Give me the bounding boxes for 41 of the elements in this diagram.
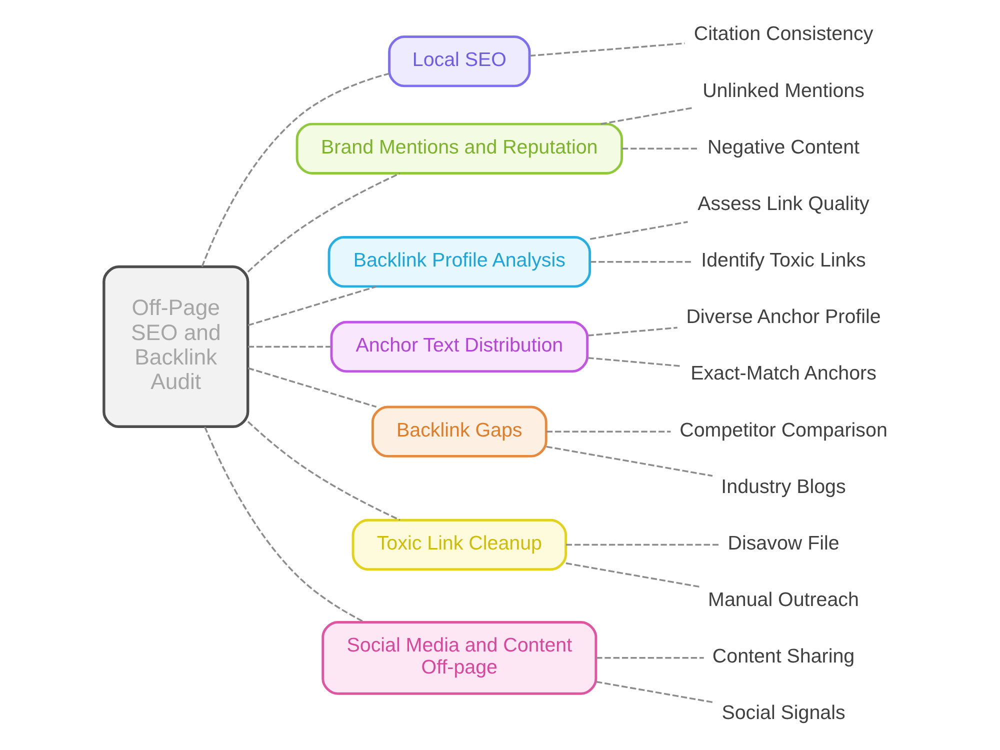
connector [248,367,377,408]
connector [590,221,688,240]
connector [622,148,699,150]
connector [248,286,377,326]
connector [566,544,720,546]
connector [546,430,671,432]
node-box: Off-Page SEO and Backlink Audit [102,265,250,428]
node-text: Disavow File [728,532,840,554]
node-text: Social Signals [722,702,846,724]
node-text: Industry Blogs [721,476,846,498]
node-box: Backlink Gaps [371,406,548,458]
connector [530,42,685,57]
connector [247,172,400,272]
node-text: Exact-Match Anchors [690,362,876,385]
node-text: Competitor Comparison [680,419,888,442]
node-box: Toxic Link Cleanup [352,518,568,571]
connector [596,680,713,704]
node-box: Social Media and Content Off-page [322,621,598,695]
node-text: Unlinked Mentions [702,80,864,102]
connector [588,357,682,367]
connector [590,260,692,263]
node-text: Content Sharing [712,646,855,668]
node-text: Diverse Anchor Profile [686,306,881,328]
node-text: Negative Content [708,136,860,158]
connector [600,106,694,125]
node-text: Assess Link Quality [698,192,870,215]
connector [546,446,713,477]
node-text: Identify Toxic Links [701,250,866,272]
node-box: Local SEO [388,36,531,88]
connector [248,346,332,348]
connector [204,426,365,623]
connector [588,326,678,336]
connector [247,420,400,521]
node-box: Backlink Profile Analysis [328,236,592,288]
node-text: Citation Consistency [694,23,874,46]
node-box: Brand Mentions and Reputation [296,122,623,174]
node-text: Manual Outreach [708,589,859,612]
connector [596,657,704,659]
connector [566,562,700,588]
node-box: Anchor Text Distribution [330,320,589,373]
connector [201,72,390,267]
